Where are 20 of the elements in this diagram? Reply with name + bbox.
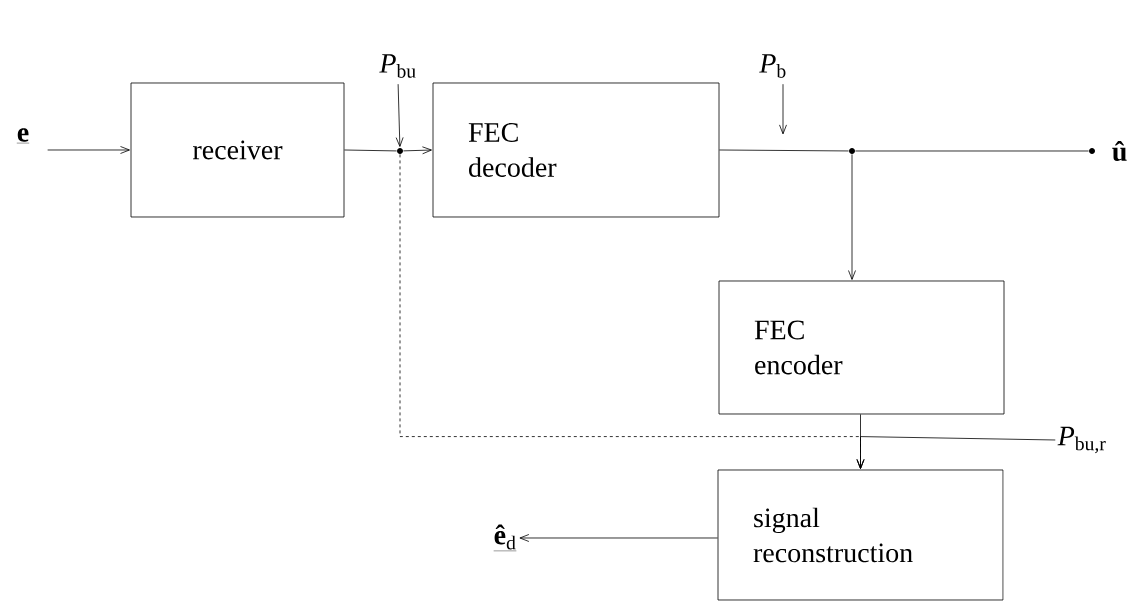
output-label: û [1112,140,1127,162]
signal-label: P$_{bu}$ [379,54,416,78]
arrow [395,83,404,147]
arrow [519,534,718,542]
signal-label: P$_{b}$ [759,54,786,78]
arrow [403,146,432,155]
process-box: FEC encoder [718,280,1005,415]
arrow [779,83,787,135]
process-box: FEC decoder [432,82,720,218]
arrow [856,436,1056,469]
signal-label: ê$_{d}$ [493,524,517,552]
line [719,149,849,152]
arrow [47,146,130,154]
process-box: signal reconstruction [717,469,1004,601]
arrow [848,154,856,280]
signal-label: e [16,128,30,144]
line [344,149,397,152]
signal-label: P$_{bu,r}$ [1057,426,1106,454]
process-box: receiver [130,82,345,218]
line [855,150,1089,152]
